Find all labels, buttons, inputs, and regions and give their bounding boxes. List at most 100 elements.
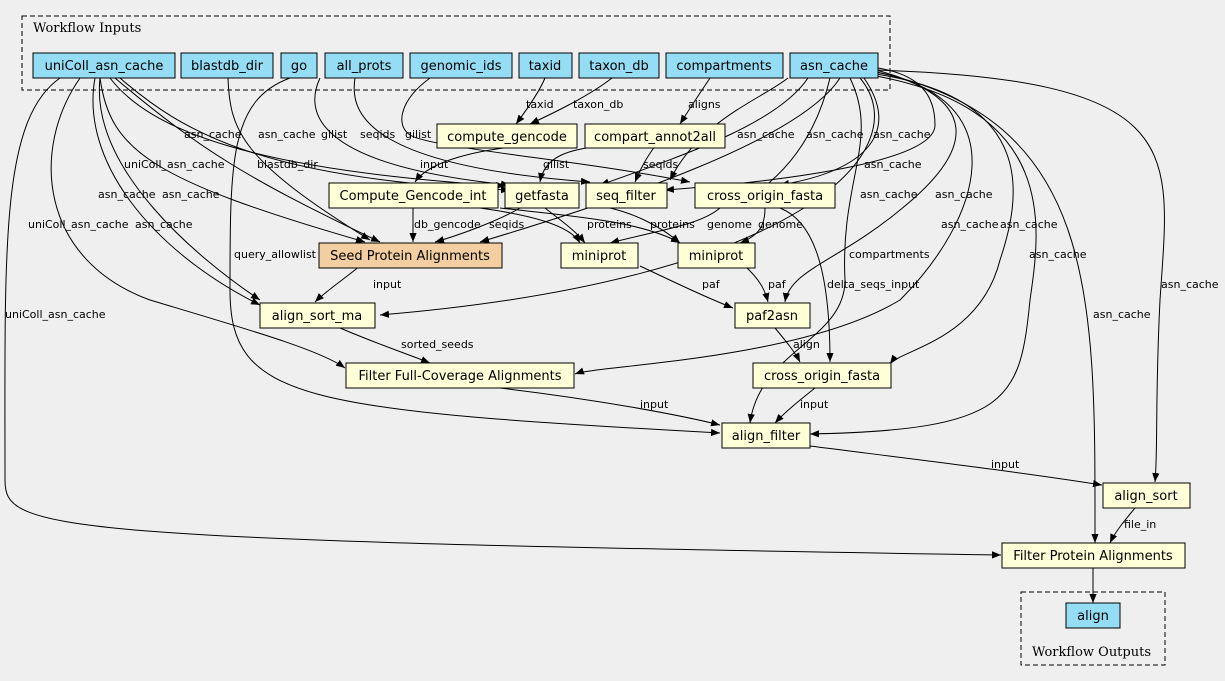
edge [609, 207, 721, 245]
edge [809, 75, 1037, 438]
node-blastdb-dir[interactable]: blastdb_dir [180, 52, 274, 79]
node-label: compute_gencode [447, 130, 567, 145]
node-paf2asn[interactable]: paf2asn [734, 302, 811, 329]
node-label: seq_filter [596, 189, 656, 204]
edge [109, 77, 506, 190]
edge [479, 207, 581, 244]
edge-label: input [373, 278, 402, 291]
workflow-inputs-cluster: Workflow Inputs [21, 15, 891, 91]
edge-label: gilist [321, 128, 348, 141]
node-label: all_prots [337, 59, 392, 74]
edge-label: sorted_seeds [401, 338, 474, 351]
node-label: align_filter [732, 429, 801, 444]
node-label: Compute_Gencode_int [340, 189, 487, 204]
edge [479, 77, 841, 243]
edge [4, 77, 1002, 559]
node-align-sort-ma[interactable]: align_sort_ma [259, 302, 376, 329]
edge-label: proteins [587, 218, 632, 231]
edge-label: uniColl_asn_cache [5, 308, 106, 321]
node-compute-gencode[interactable]: compute_gencode [436, 123, 578, 149]
edge [434, 207, 521, 244]
node-label: asn_cache [800, 59, 868, 74]
edge [774, 327, 801, 363]
edge-label: aligns [688, 98, 721, 111]
node-compute-gencode-int[interactable]: Compute_Gencode_int [328, 182, 499, 209]
edge [401, 77, 691, 184]
edge-label: asn_cache [258, 128, 316, 141]
edge-label: asn_cache [806, 128, 864, 141]
edge-label: asn_cache [1029, 248, 1087, 261]
node-filter-protein-alignments[interactable]: Filter Protein Alignments [1001, 542, 1186, 569]
node-label: cross_origin_fasta [707, 189, 823, 204]
node-align-filter[interactable]: align_filter [721, 422, 811, 449]
edge-label: asn_cache [184, 128, 242, 141]
node-asn-cache[interactable]: asn_cache [789, 52, 879, 79]
node-uniColl-asn-cache[interactable]: uniColl_asn_cache [32, 52, 176, 79]
node-align-output[interactable]: align [1065, 602, 1121, 629]
node-miniprot-1[interactable]: miniprot [560, 242, 639, 269]
edge [229, 77, 721, 437]
node-label: go [291, 59, 307, 74]
edge-label: input [991, 458, 1020, 471]
node-seed-protein-alignments[interactable]: Seed Protein Alignments [318, 242, 503, 269]
edge [634, 145, 656, 183]
edge [92, 77, 261, 306]
edge-label: seqids [489, 218, 525, 231]
edge [499, 207, 681, 244]
node-seq-filter[interactable]: seq_filter [585, 182, 668, 209]
node-cross-origin-fasta-2[interactable]: cross_origin_fasta [752, 362, 892, 389]
edge-label: db_gencode [414, 218, 481, 231]
edge [664, 67, 936, 193]
node-label: align_sort [1114, 489, 1177, 504]
node-label: compart_annot2all [594, 130, 716, 145]
node-cross-origin-fasta-1[interactable]: cross_origin_fasta [694, 182, 836, 209]
edge [739, 207, 766, 244]
edge-label: gilist [543, 158, 570, 171]
edge [744, 265, 770, 303]
node-taxon-db[interactable]: taxon_db [578, 52, 660, 79]
edge-label: seqids [360, 128, 396, 141]
node-compartments[interactable]: compartments [665, 52, 784, 79]
edge [779, 77, 880, 188]
edge [99, 77, 366, 243]
edge [875, 71, 1099, 544]
edge-label: asn_cache [941, 218, 999, 231]
node-label: align_sort_ma [272, 309, 362, 324]
edge-label: asn_cache [860, 188, 918, 201]
edge-label: asn_cache [162, 188, 220, 201]
edge [669, 77, 789, 181]
edge [98, 77, 261, 301]
edge-label: asn_cache [873, 128, 931, 141]
edge [339, 327, 431, 364]
edges [4, 67, 1165, 603]
node-getfasta[interactable]: getfasta [504, 182, 580, 209]
node-genomic-ids[interactable]: genomic_ids [409, 52, 513, 79]
node-label: miniprot [572, 249, 627, 264]
edge-label: seqids [643, 158, 679, 171]
node-label: taxon_db [589, 59, 649, 74]
edge [679, 77, 711, 125]
edge [609, 207, 681, 244]
edge-label: query_allowlist [234, 248, 317, 261]
node-label: cross_origin_fasta [764, 369, 880, 384]
node-label: genomic_ids [420, 59, 501, 74]
edge [50, 77, 346, 369]
node-compart-annot2all[interactable]: compart_annot2all [584, 123, 726, 149]
node-align-sort[interactable]: align_sort [1102, 482, 1191, 509]
edge-label: input [800, 398, 829, 411]
edge-label: gilist [405, 128, 432, 141]
edge [227, 77, 371, 241]
node-taxid[interactable]: taxid [518, 52, 573, 79]
edge-label: asn_cache [1093, 308, 1151, 321]
node-all-prots[interactable]: all_prots [324, 52, 404, 79]
node-miniprot-2[interactable]: miniprot [677, 242, 756, 269]
edge [809, 445, 1103, 488]
edge-label: file_in [1124, 518, 1156, 531]
edge [529, 77, 613, 125]
node-go[interactable]: go [280, 52, 318, 79]
node-filter-full-coverage-alignments[interactable]: Filter Full-Coverage Alignments [345, 362, 575, 389]
edge-label: uniColl_asn_cache [28, 218, 129, 231]
node-label: Filter Full-Coverage Alignments [358, 369, 561, 384]
edge-label: compartments [849, 248, 930, 261]
edge [114, 77, 381, 243]
